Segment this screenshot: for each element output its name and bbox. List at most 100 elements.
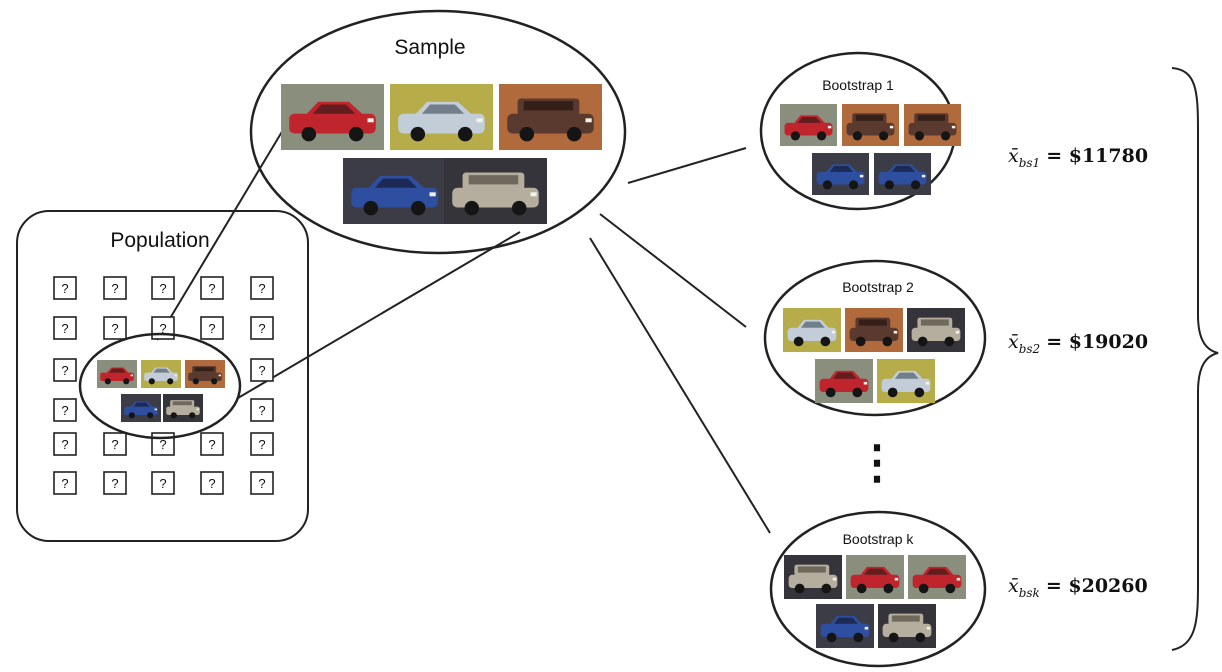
blue-sedan-photo [121, 394, 161, 422]
unknown-mark: ? [208, 437, 215, 452]
unknown-unit-cell: ? [53, 358, 77, 382]
unknown-unit-cell: ? [250, 358, 274, 382]
unknown-mark: ? [258, 281, 265, 296]
bootstrap-k-cars [784, 555, 966, 648]
silver-suv-photo [878, 604, 936, 648]
red-sedan-photo [846, 555, 904, 599]
unknown-unit-cell: ? [103, 276, 127, 300]
bootstrap-1-title: Bootstrap 1 [822, 77, 894, 93]
bootstrap-1-group: Bootstrap 1 [759, 51, 961, 211]
unknown-mark: ? [258, 321, 265, 336]
sample-to-bootstrap-1-line [627, 147, 747, 184]
unknown-mark: ? [111, 437, 118, 452]
sample-group: Sample [249, 9, 627, 255]
stat-symbol: x̄ [1008, 331, 1019, 353]
bootstrap-2-ellipse [763, 259, 987, 417]
unknown-unit-cell: ? [103, 432, 127, 456]
unknown-mark: ? [61, 403, 68, 418]
bootstrap-2-statistic: x̄bs2 = $19020 [1008, 331, 1148, 356]
zoom-line-bottom [237, 231, 521, 399]
blue-sedan-photo [343, 158, 446, 224]
unknown-mark: ? [258, 437, 265, 452]
bootstrap-2-cars [783, 308, 965, 403]
brown-suv-photo [845, 308, 903, 352]
unknown-mark: ? [159, 476, 166, 491]
brown-suv-photo [499, 84, 602, 150]
unknown-unit-cell: ? [103, 316, 127, 340]
unknown-unit-cell: ? [53, 432, 77, 456]
bootstrap-1-cars [780, 104, 961, 195]
unknown-mark: ? [208, 476, 215, 491]
unknown-unit-cell: ? [53, 471, 77, 495]
population-title: Population [110, 229, 209, 252]
silver-suv-photo [444, 158, 547, 224]
unknown-unit-cell: ? [103, 471, 127, 495]
stat-value: = $19020 [1046, 331, 1148, 353]
unknown-mark: ? [61, 363, 68, 378]
sample-ellipse [249, 9, 627, 255]
unknown-mark: ? [61, 437, 68, 452]
unknown-mark: ? [111, 281, 118, 296]
unknown-mark: ? [61, 321, 68, 336]
unknown-unit-cell: ? [250, 276, 274, 300]
red-sedan-photo [281, 84, 384, 150]
unknown-unit-cell: ? [250, 432, 274, 456]
unknown-mark: ? [208, 321, 215, 336]
population-box: Population ???????????????????????? [16, 210, 309, 542]
unknown-mark: ? [159, 321, 166, 336]
unknown-unit-cell: ? [151, 432, 175, 456]
unknown-mark: ? [258, 476, 265, 491]
unknown-mark: ? [159, 437, 166, 452]
silver-sedan-photo [390, 84, 493, 150]
bootstrap-k-title: Bootstrap k [843, 531, 915, 547]
unknown-unit-cell: ? [250, 398, 274, 422]
stat-subscript: bs2 [1019, 342, 1040, 356]
unknown-mark: ? [258, 403, 265, 418]
stat-subscript: bsk [1019, 586, 1040, 600]
unknown-mark: ? [208, 281, 215, 296]
red-sedan-photo [97, 360, 137, 388]
bootstrap-k-group: Bootstrap k [769, 510, 987, 668]
zoom-line-top [156, 129, 284, 341]
red-sedan-photo [780, 104, 837, 146]
unknown-unit-cell: ? [53, 398, 77, 422]
sample-cars [281, 84, 602, 224]
unknown-mark: ? [258, 363, 265, 378]
unknown-mark: ? [159, 281, 166, 296]
bootstrap-2-title: Bootstrap 2 [842, 279, 914, 295]
silver-suv-photo [784, 555, 842, 599]
silver-sedan-photo [877, 359, 935, 403]
red-sedan-photo [908, 555, 966, 599]
sample-title: Sample [394, 36, 465, 59]
unknown-mark: ? [61, 281, 68, 296]
blue-sedan-photo [812, 153, 869, 195]
stat-symbol: x̄ [1008, 575, 1019, 597]
silver-suv-photo [907, 308, 965, 352]
stat-value: = $11780 [1046, 145, 1148, 167]
stat-subscript: bs1 [1019, 156, 1040, 170]
red-sedan-photo [815, 359, 873, 403]
silver-suv-photo [163, 394, 203, 422]
unknown-unit-cell: ? [151, 276, 175, 300]
bootstrap-k-ellipse [769, 510, 987, 668]
bootstrap-k-statistic: x̄bsk = $20260 [1008, 575, 1148, 600]
unknown-unit-cell: ? [53, 276, 77, 300]
right-curly-brace [1171, 67, 1219, 651]
stat-symbol: x̄ [1008, 145, 1019, 167]
silver-sedan-photo [141, 360, 181, 388]
sample-to-bootstrap-k-line [589, 237, 771, 534]
brown-suv-photo [185, 360, 225, 388]
bootstrap-ellipsis: ⋮ [854, 436, 900, 488]
population-sample-ellipse [78, 332, 242, 440]
unknown-unit-cell: ? [250, 471, 274, 495]
unknown-unit-cell: ? [250, 316, 274, 340]
brown-suv-photo [842, 104, 899, 146]
stat-value: = $20260 [1046, 575, 1148, 597]
population-grid: ???????????????????????? [53, 276, 274, 495]
bootstrap-1-statistic: x̄bs1 = $11780 [1008, 145, 1148, 170]
sample-to-bootstrap-2-line [599, 213, 747, 328]
unknown-mark: ? [61, 476, 68, 491]
unknown-unit-cell: ? [151, 316, 175, 340]
unknown-unit-cell: ? [200, 276, 224, 300]
